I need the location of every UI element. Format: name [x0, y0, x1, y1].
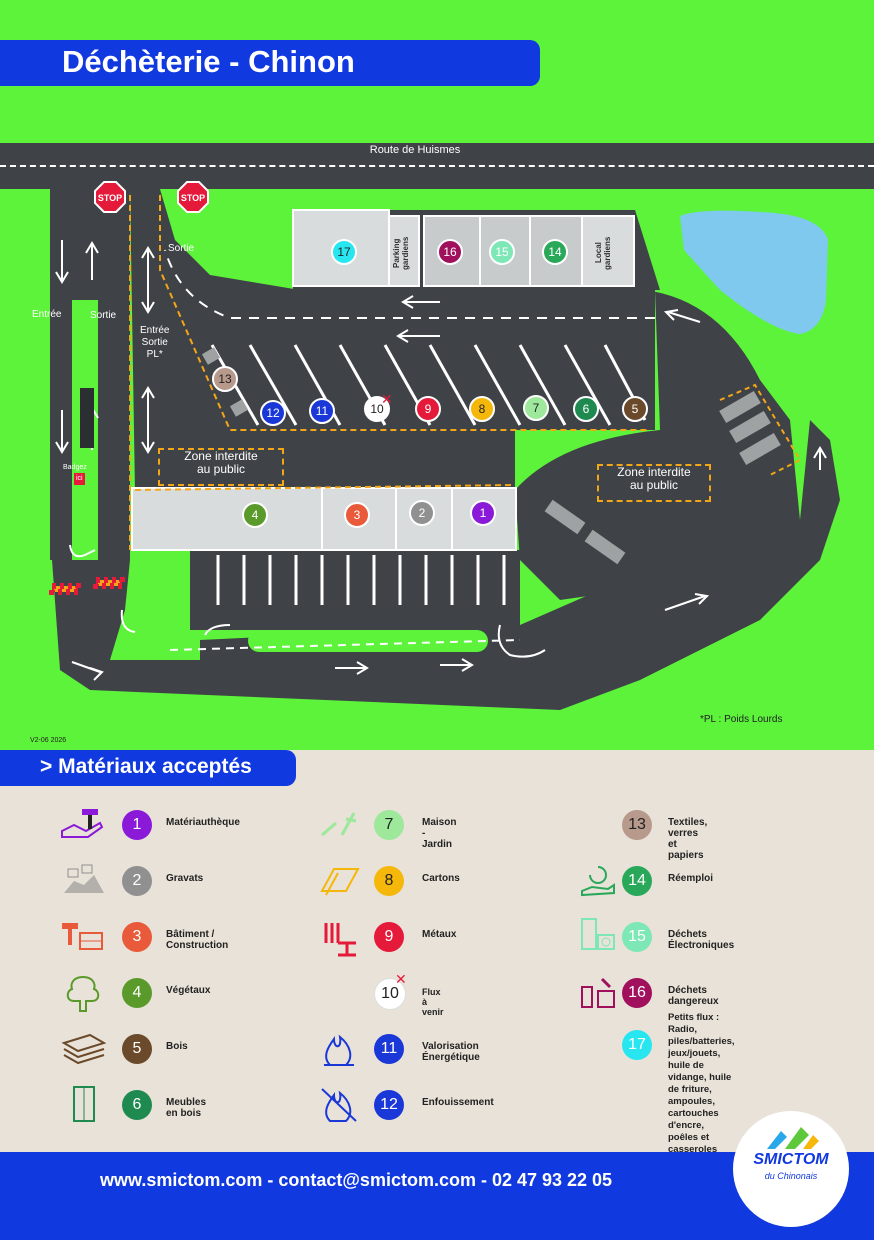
label-entree: Entrée [32, 309, 62, 320]
legend-label: Maison - Jardin [422, 817, 457, 850]
zone-interdite-2: Zone interdite au public [597, 464, 711, 502]
bay-1: 1 [470, 500, 496, 526]
bay-14: 14 [542, 239, 568, 265]
label-ici: ici [74, 473, 85, 485]
stop-sign-icon: STOP [94, 181, 126, 213]
label-parking-gardiens: Parking gardiens [392, 236, 410, 270]
wardrobe-icon [73, 1086, 95, 1122]
footer-contact[interactable]: www.smictom.com - contact@smictom.com - … [100, 1170, 613, 1190]
map-drawing [49, 189, 840, 710]
logo-arrows-icon [767, 1127, 819, 1149]
pl-note: *PL : Poids Lourds [700, 714, 783, 725]
legend-num: 3 [122, 922, 152, 952]
legend-num: 11 [374, 1034, 404, 1064]
legend-num: 8 [374, 866, 404, 896]
title-bar: Déchèterie - Chinon [0, 40, 540, 86]
legend-num: 9 [374, 922, 404, 952]
pond [680, 210, 828, 334]
materials-title: > Matériaux acceptés [40, 755, 252, 778]
legend-num: 6 [122, 1090, 152, 1120]
bay-2: 2 [409, 500, 435, 526]
legend-label: Matériauthèque [166, 817, 240, 828]
bay-3: 3 [344, 502, 370, 528]
logo-name: SMICTOM [753, 1151, 829, 1168]
cross-icon: ✕ [381, 391, 393, 407]
cardboard-icon [320, 868, 360, 896]
legend-label: Métaux [422, 929, 457, 940]
bay-9: 9 [415, 396, 441, 422]
legend-label: Déchets Électroniques [668, 929, 735, 951]
site-map: Déchèterie - Chinon Route de Huismes STO… [0, 0, 874, 750]
bay-8: 8 [469, 396, 495, 422]
legend-num: 10 [374, 978, 406, 1010]
reuse-hand-icon [581, 866, 615, 897]
legend-label: Enfouissement [422, 1097, 494, 1108]
metal-beam-icon [324, 923, 356, 957]
wood-planks-icon [61, 1033, 106, 1065]
materials-title-bar: > Matériaux acceptés [0, 750, 296, 786]
legend-num: 5 [122, 1034, 152, 1064]
stop-sign-label: STOP [98, 193, 122, 203]
appliance-icon [581, 918, 615, 950]
crossed-flame-icon [321, 1088, 357, 1122]
legend-num: 14 [622, 866, 652, 896]
cross-icon: ✕ [395, 971, 407, 987]
legend-label: Flux à venir [422, 987, 444, 1017]
legend-num: 13 [622, 810, 652, 840]
legend-num: 1 [122, 810, 152, 840]
stop-sign-icon: STOP [177, 181, 209, 213]
legend-num: 7 [374, 810, 404, 840]
smictom-logo: SMICTOM du Chinonais [733, 1111, 849, 1227]
legend-label: Petits flux : Radio, piles/batteries, je… [668, 1012, 735, 1155]
bay-4: 4 [242, 502, 268, 528]
zone-interdite-1: Zone interdite au public [158, 448, 284, 486]
footer: www.smictom.com - contact@smictom.com - … [0, 1152, 874, 1240]
legend-num: 15 [622, 922, 652, 952]
logo-sub: du Chinonais [764, 1171, 818, 1181]
stop-sign-label: STOP [181, 193, 205, 203]
legend-label: Bois [166, 1041, 188, 1052]
legend-label: Textiles, verres et papiers [668, 817, 708, 861]
bay-10: 10 [364, 396, 390, 422]
legend-label: Végétaux [166, 985, 211, 996]
bay-17: 17 [331, 239, 357, 265]
legend-num: 16 [622, 978, 652, 1008]
legend-label: Déchets dangereux [668, 985, 719, 1007]
legend-label: Réemploi [668, 873, 714, 884]
garden-tools-icon [321, 812, 357, 837]
bay-15: 15 [489, 239, 515, 265]
page-title: Déchèterie - Chinon [62, 44, 355, 79]
bay-11: 11 [309, 398, 335, 424]
bay-13: 13 [212, 366, 238, 392]
legend-label: Cartons [422, 873, 460, 884]
legend-label: Bâtiment / Construction [166, 929, 229, 951]
legend-label: Meubles en bois [166, 1097, 207, 1119]
label-badgez: Badgez [63, 464, 87, 471]
legend-num: 2 [122, 866, 152, 896]
legend-num: 17 [622, 1030, 652, 1060]
rubble-icon [64, 864, 104, 893]
bay-6: 6 [573, 396, 599, 422]
legend-label: Gravats [166, 873, 204, 884]
badge-terminal [80, 388, 94, 448]
flame-icon [324, 1034, 354, 1066]
legend-label: Valorisation Énergétique [422, 1041, 480, 1063]
label-entree-sortie-pl: Entrée Sortie PL* [140, 325, 170, 360]
bay-12: 12 [260, 400, 286, 426]
bay-7: 7 [523, 395, 549, 421]
legend-num: 4 [122, 978, 152, 1008]
label-local-gardiens: Local gardiens [594, 236, 612, 270]
label-sortie-top: Sortie [168, 243, 195, 254]
road-label: Route de Huismes [369, 144, 461, 156]
version-label: V2-06 2026 [30, 737, 67, 744]
hand-tools-icon [61, 809, 104, 838]
bay-16: 16 [437, 239, 463, 265]
construction-icon [62, 923, 103, 950]
legend-num: 12 [374, 1090, 404, 1120]
hazard-cans-icon [581, 977, 615, 1008]
label-sortie: Sortie [90, 310, 117, 321]
tree-icon [66, 975, 100, 1012]
main-road [0, 143, 874, 189]
bay-5: 5 [622, 396, 648, 422]
